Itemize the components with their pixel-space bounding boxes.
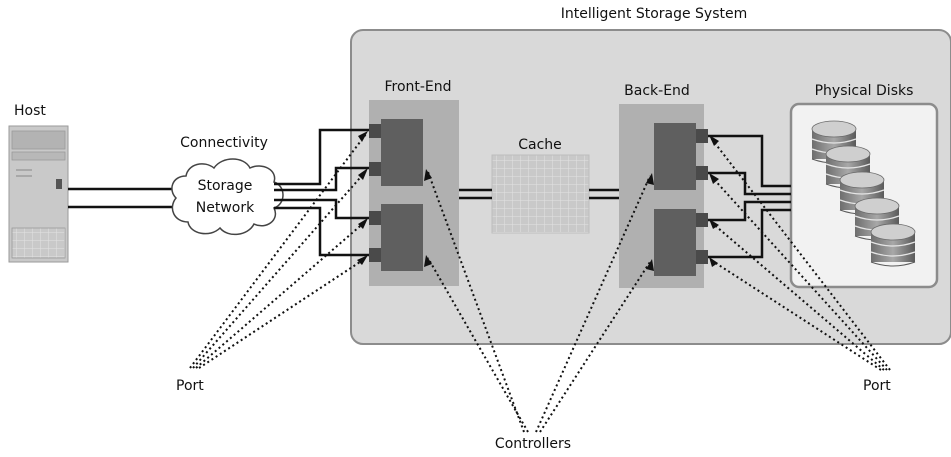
back-end-port	[696, 129, 708, 143]
host-label: Host	[14, 103, 46, 119]
front-end-controller	[381, 204, 423, 271]
cache-label: Cache	[518, 137, 562, 153]
cloud-label-line1: Storage	[197, 178, 253, 194]
back-end-label: Back-End	[624, 83, 690, 99]
system-title: Intelligent Storage System	[560, 6, 748, 22]
front-end-port	[369, 211, 381, 225]
connectivity-label: Connectivity	[180, 135, 268, 151]
front-end-label: Front-End	[384, 79, 452, 95]
pointer-arrowheads	[357, 131, 719, 271]
front-end-port	[369, 162, 381, 176]
front-end-cables	[274, 128, 369, 257]
controllers-pointers	[427, 171, 651, 433]
storage-network-cloud	[171, 158, 284, 236]
cache-block	[491, 154, 590, 234]
internal-bus	[459, 188, 619, 200]
controllers-label: Controllers	[494, 436, 572, 452]
host-server	[8, 125, 69, 263]
front-end-controller	[381, 119, 423, 186]
back-end-controller	[654, 209, 696, 276]
port-right-label: Port	[863, 378, 891, 394]
physical-disks-label: Physical Disks	[814, 83, 914, 99]
back-end-port	[696, 213, 708, 227]
back-end-controller	[654, 123, 696, 190]
port-left-label: Port	[176, 378, 204, 394]
host-cables	[68, 187, 176, 209]
port-left-pointers	[189, 133, 367, 369]
disk-stack	[870, 223, 916, 267]
back-end-port	[696, 166, 708, 180]
front-end-port	[369, 248, 381, 262]
cloud-label-line2: Network	[195, 200, 255, 216]
front-end-port	[369, 124, 381, 138]
port-right-pointers	[710, 137, 891, 371]
back-end-port	[696, 250, 708, 264]
